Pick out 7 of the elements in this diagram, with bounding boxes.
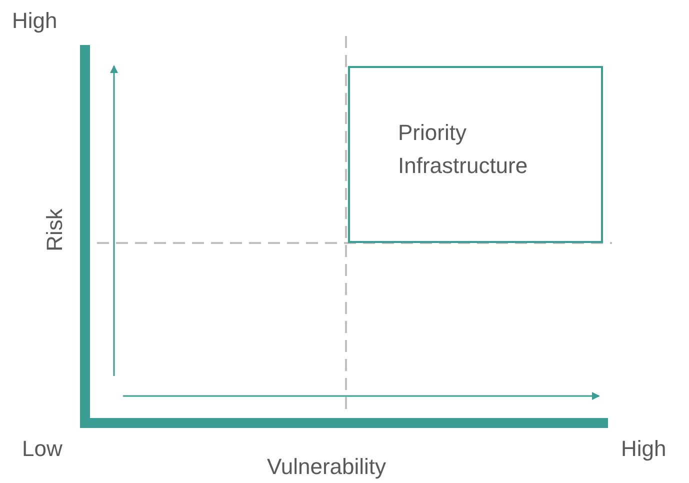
axis-end-label: High [621,437,666,462]
axis-end-label: Low [22,437,62,462]
axis-title: Risk [42,208,68,252]
axis-title: Vulnerability [267,455,386,480]
quadrant-title: Priority Infrastructure [398,119,529,180]
axis-end-label: High [12,9,58,34]
quadrant-box [348,66,603,243]
